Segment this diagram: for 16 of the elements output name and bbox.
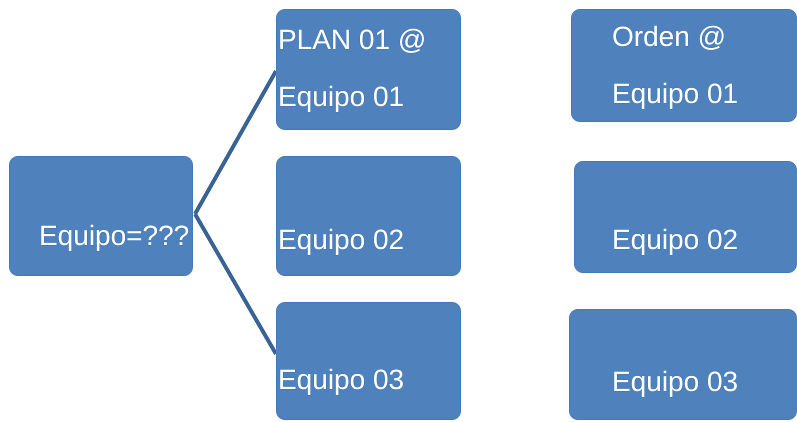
box-label: Equipo=???	[39, 219, 190, 253]
box-label: PLAN 01 @ Equipo 01	[278, 23, 428, 114]
process-box	[276, 9, 461, 130]
process-box	[9, 156, 193, 276]
process-box	[569, 309, 797, 420]
box-label: Equipo 02	[278, 223, 406, 257]
process-box	[571, 9, 797, 122]
process-box	[276, 302, 461, 420]
box-label: Equipo 03	[612, 365, 740, 399]
box-label: Equipo 03	[278, 363, 406, 397]
box-label: Equipo 02	[612, 223, 740, 257]
connector-line	[193, 70, 278, 215]
connector-line	[193, 213, 278, 355]
box-label: Orden @ Equipo 01	[612, 20, 740, 111]
process-box	[574, 161, 797, 273]
process-box	[276, 156, 461, 276]
